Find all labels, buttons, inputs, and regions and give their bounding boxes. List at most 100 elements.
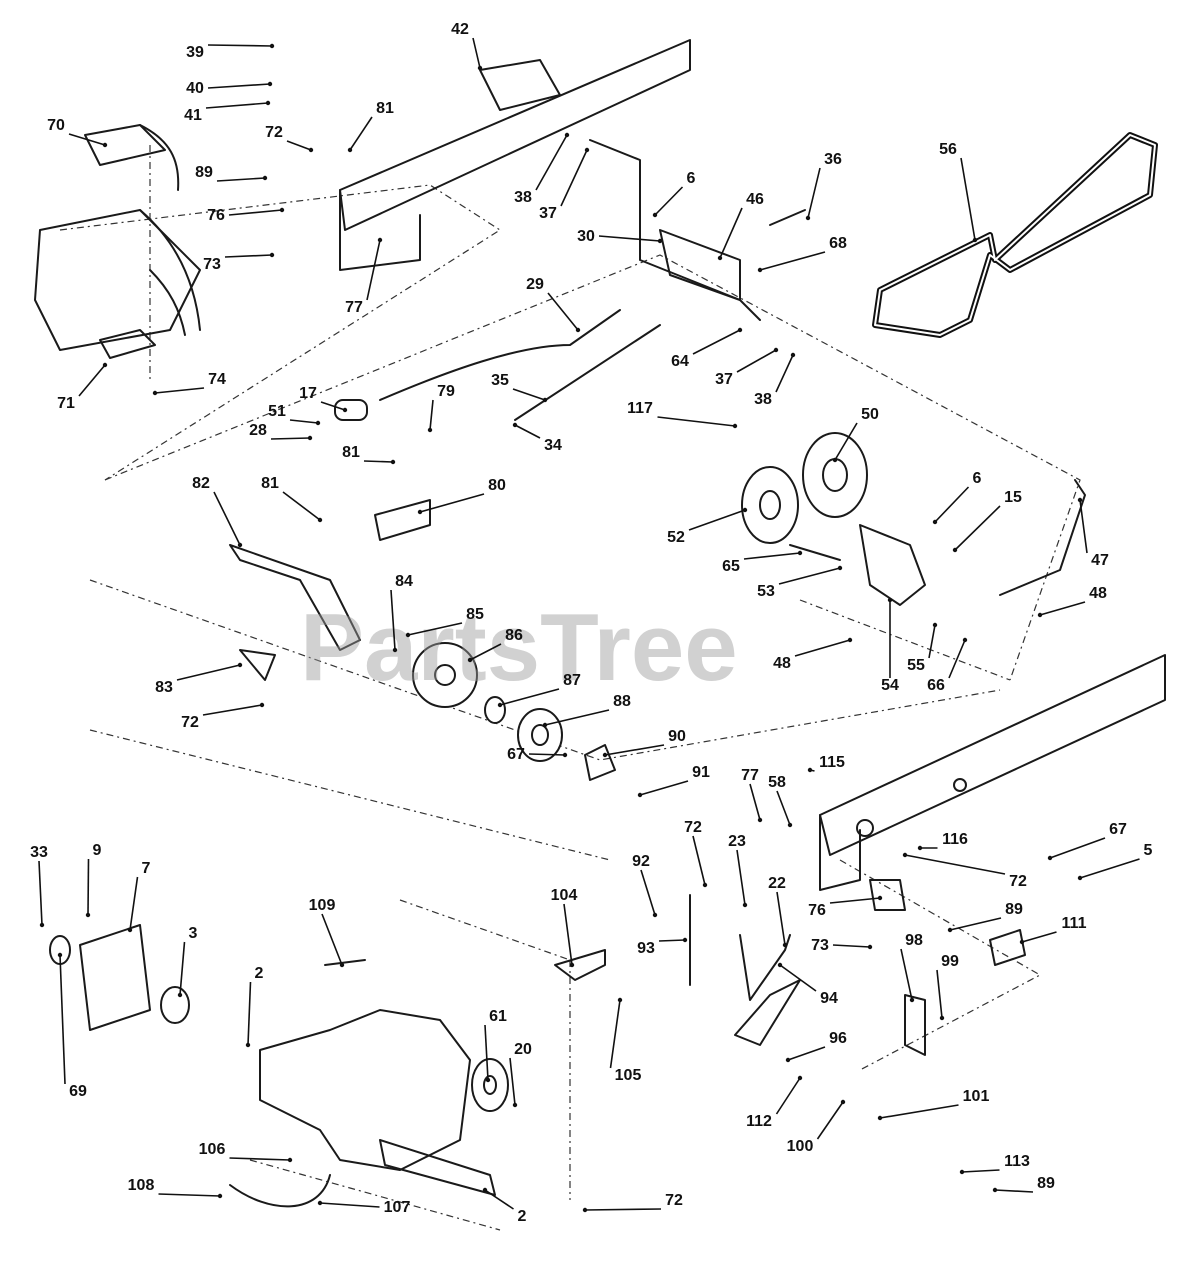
callout-leader: [205, 102, 269, 109]
callout-leader: [604, 744, 665, 756]
callout-82: 82: [192, 475, 243, 548]
callout-7: 7: [127, 860, 151, 933]
callout-number: 70: [47, 117, 65, 134]
callout-number: 40: [186, 80, 204, 97]
hood-assembly: [34, 124, 201, 359]
callout-arrowhead: [1047, 855, 1053, 861]
callout-92: 92: [632, 853, 658, 918]
callout-number: 38: [754, 391, 772, 408]
callout-number: 15: [1004, 489, 1022, 506]
callout-leader: [688, 509, 746, 531]
callout-arrowhead: [867, 944, 873, 950]
callout-leader: [472, 37, 481, 69]
callout-81: 81: [342, 444, 396, 465]
callout-leader: [640, 869, 656, 916]
callout-number: 39: [186, 44, 204, 61]
callout-arrowhead: [342, 407, 348, 413]
callout-number: 30: [577, 228, 595, 245]
callout-leader: [319, 1202, 380, 1208]
callout-number: 87: [563, 672, 581, 689]
callout-arrowhead: [947, 927, 953, 933]
callout-number: 33: [30, 844, 48, 861]
callout-leader: [484, 1189, 514, 1210]
callout-leader: [469, 643, 502, 661]
callout-leader: [736, 349, 777, 373]
callout-79: 79: [427, 383, 455, 433]
callout-arrowhead: [1077, 497, 1083, 503]
callout-arrowhead: [887, 597, 893, 603]
callout-96: 96: [785, 1030, 847, 1063]
callout-number: 90: [668, 728, 686, 745]
callout-arrowhead: [265, 100, 271, 106]
callout-arrowhead: [482, 1187, 488, 1193]
callout-48: 48: [1037, 585, 1107, 618]
callout-arrowhead: [467, 657, 473, 663]
callout-2: 2: [245, 965, 264, 1048]
callout-39: 39: [186, 43, 275, 61]
callout-leader: [936, 969, 943, 1019]
callout-53: 53: [757, 565, 843, 600]
callout-number: 17: [299, 385, 317, 402]
callout-number: 22: [768, 875, 786, 892]
callout-leader: [563, 903, 573, 966]
callout-47: 47: [1077, 497, 1109, 569]
callout-17: 17: [299, 385, 348, 413]
callout-number: 72: [665, 1192, 683, 1209]
transaxle: [49, 924, 509, 1208]
callout-37: 37: [715, 347, 779, 388]
callout-leader: [419, 493, 485, 513]
callout-number: 64: [671, 353, 689, 370]
callout-leader: [68, 133, 106, 146]
callout-36: 36: [805, 151, 842, 221]
callout-leader: [794, 639, 851, 657]
callout-arrowhead: [737, 327, 743, 333]
callout-arrowhead: [377, 237, 383, 243]
callout-number: 53: [757, 583, 775, 600]
callout-arrowhead: [485, 1077, 491, 1083]
lower-linkages: [554, 879, 926, 1056]
callout-leader: [1039, 601, 1086, 616]
callout-arrowhead: [262, 175, 268, 181]
callout-6: 6: [652, 170, 696, 218]
callout-73: 73: [203, 252, 275, 273]
callout-number: 89: [195, 164, 213, 181]
callout-66: 66: [927, 637, 968, 694]
callout-number: 101: [963, 1088, 990, 1105]
callout-41: 41: [184, 100, 271, 124]
callout-number: 92: [632, 853, 650, 870]
callout-23: 23: [728, 833, 748, 908]
callout-111: 111: [1019, 915, 1087, 945]
callout-number: 3: [189, 925, 198, 942]
callout-88: 88: [542, 693, 631, 728]
callout-arrowhead: [972, 237, 978, 243]
callout-arrowhead: [542, 722, 548, 728]
callout-106: 106: [199, 1141, 293, 1163]
callout-leader: [484, 1024, 489, 1081]
callout-101: 101: [877, 1088, 990, 1121]
callout-number: 42: [451, 21, 469, 38]
callout-arrowhead: [932, 622, 938, 628]
callout-76: 76: [207, 207, 285, 224]
callout-arrowhead: [742, 507, 748, 513]
callout-leader: [816, 1101, 844, 1140]
callout-arrowhead: [217, 1193, 223, 1199]
callout-arrowhead: [307, 435, 313, 441]
callout-arrowhead: [259, 702, 265, 708]
callout-leader: [775, 354, 794, 393]
callout-leader: [776, 891, 786, 946]
callout-number: 71: [57, 395, 75, 412]
callout-number: 89: [1037, 1175, 1055, 1192]
callout-arrowhead: [702, 882, 708, 888]
callout-42: 42: [451, 21, 483, 71]
callout-leader: [954, 505, 1001, 551]
callout-arrowhead: [279, 207, 285, 213]
callout-leader: [598, 235, 661, 242]
callout-number: 29: [526, 276, 544, 293]
callout-leader: [658, 939, 686, 942]
callout-number: 37: [539, 205, 557, 222]
callout-33: 33: [30, 844, 48, 928]
callout-arrowhead: [427, 427, 433, 433]
upper-frame-rail: [339, 39, 691, 271]
callout-arrowhead: [992, 1187, 998, 1193]
